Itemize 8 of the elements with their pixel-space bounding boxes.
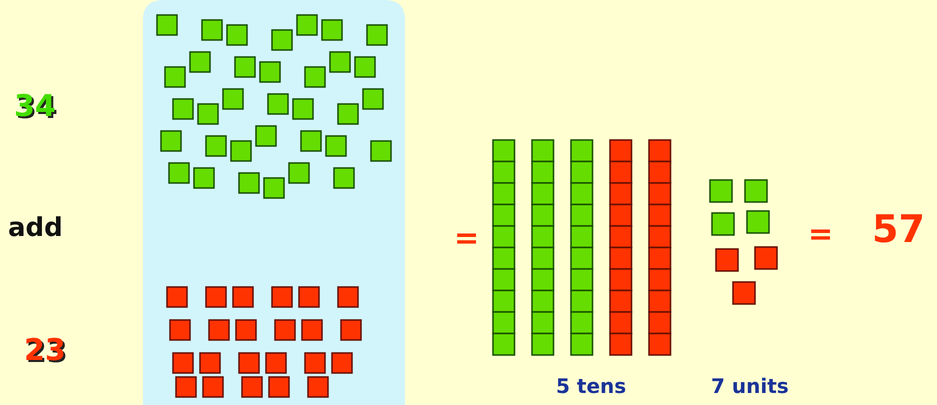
caption-label: 7 units xyxy=(711,376,789,396)
number-label: 23 xyxy=(24,336,66,366)
word-label: add xyxy=(8,215,63,241)
equals-sign: = xyxy=(454,224,480,254)
result-number: 57 xyxy=(872,210,925,248)
equals-sign: = xyxy=(808,220,834,250)
number-label: 34 xyxy=(14,92,56,122)
caption-label: 5 tens xyxy=(556,376,626,396)
